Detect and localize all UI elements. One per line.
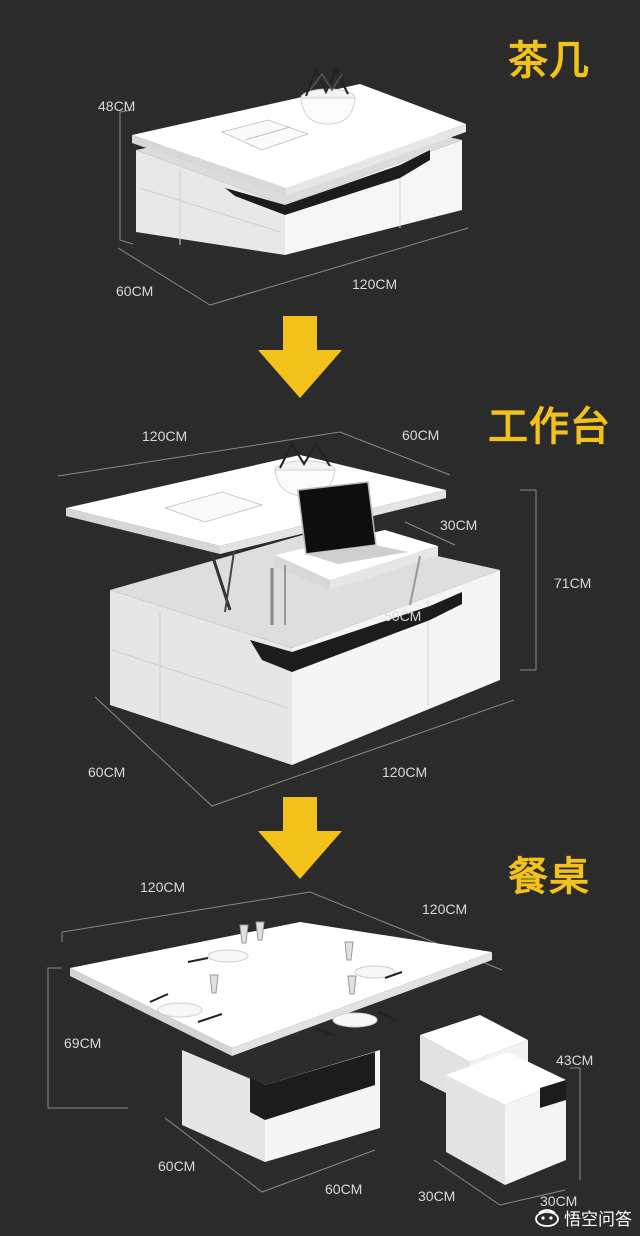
- arrow-down-icon: [258, 797, 342, 879]
- dim-label: 43CM: [556, 1052, 594, 1068]
- dim-label: 60CM: [88, 764, 126, 780]
- dim-label: 50CM: [384, 608, 422, 624]
- dim-label: 60CM: [158, 1158, 196, 1174]
- dim-label: 30CM: [540, 1193, 578, 1209]
- dim-label: 120CM: [352, 276, 398, 292]
- dim-label: 69CM: [64, 1035, 102, 1051]
- watermark: 悟空问答: [534, 1205, 632, 1230]
- title-coffee-table: 茶几: [508, 38, 590, 84]
- dim-label: 120CM: [422, 901, 468, 917]
- coffee-table-illustration: [117, 67, 469, 306]
- dim-label: 30CM: [418, 1188, 456, 1204]
- dim-label: 120CM: [140, 879, 186, 895]
- arrow-down-icon: [258, 316, 342, 398]
- dim-label: 120CM: [382, 764, 428, 780]
- work-table-illustration: [57, 431, 537, 807]
- dim-label: 60CM: [402, 427, 440, 443]
- dim-label: 60CM: [325, 1181, 363, 1197]
- dim-label: 120CM: [142, 428, 188, 444]
- dining-table-illustration: [47, 891, 581, 1206]
- dim-label: 30CM: [440, 517, 478, 533]
- title-work-table: 工作台: [488, 404, 611, 450]
- dim-label: 71CM: [554, 575, 592, 591]
- dim-label: 48CM: [98, 98, 136, 114]
- wukong-logo-icon: [535, 1208, 559, 1227]
- dim-label: 60CM: [116, 283, 154, 299]
- watermark-text: 悟空问答: [564, 1210, 632, 1230]
- title-dining-table: 餐桌: [508, 854, 590, 900]
